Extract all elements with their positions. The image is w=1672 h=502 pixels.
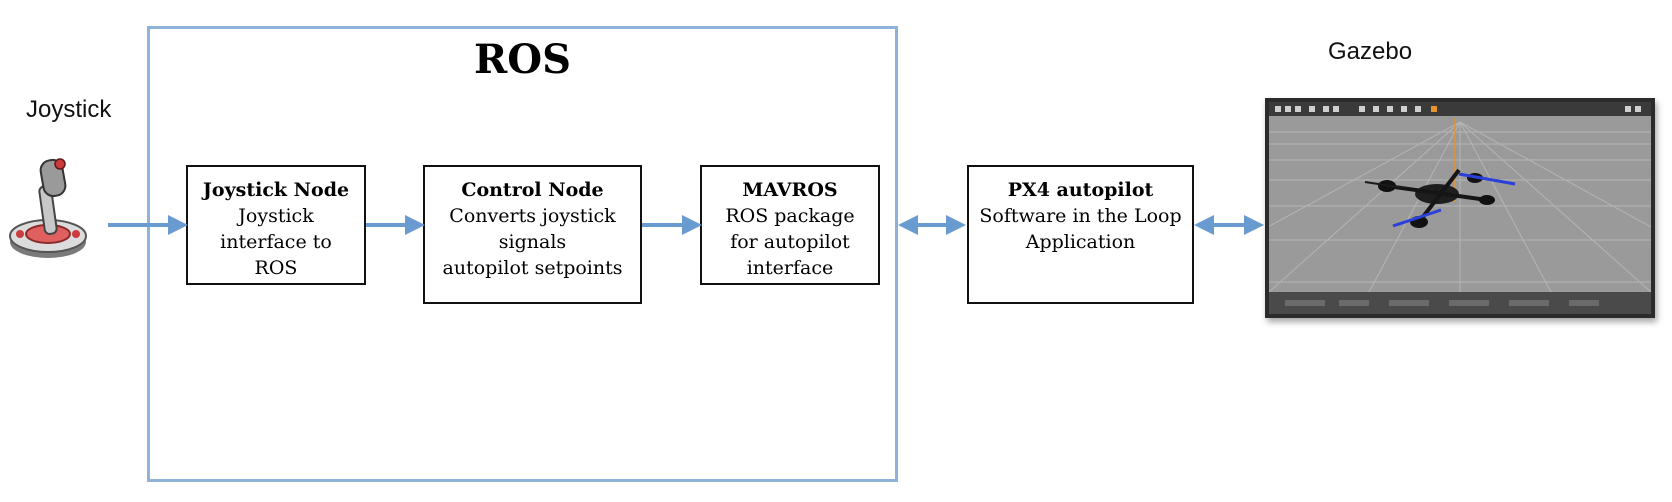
mavros-node-title: MAVROS	[742, 179, 838, 201]
control-node-box: Control Node Converts joystick signals a…	[423, 165, 642, 304]
gazebo-scene	[1148, 102, 1672, 314]
joystick-node-box: Joystick Node Joystick interface to ROS	[186, 165, 366, 285]
px4-node-title: PX4 autopilot	[1007, 179, 1154, 201]
control-node-desc: Converts joystick signals autopilot setp…	[442, 205, 623, 279]
joystick-icon	[9, 158, 87, 258]
px4-node-box: PX4 autopilot Software in the Loop Appli…	[967, 165, 1194, 304]
mavros-node-desc: ROS package for autopilot interface	[725, 205, 855, 279]
gazebo-label: Gazebo	[1328, 38, 1413, 65]
control-node-title: Control Node	[461, 179, 604, 201]
joystick-node-title: Joystick Node	[202, 179, 350, 201]
joystick-label: Joystick	[26, 96, 112, 123]
quadcopter-icon	[1364, 168, 1516, 228]
ros-boundary	[147, 26, 898, 482]
joystick-node-desc: Joystick interface to ROS	[220, 205, 332, 279]
gazebo-simulator-screenshot	[1148, 98, 1672, 318]
ros-title: ROS	[474, 36, 571, 83]
mavros-node-box: MAVROS ROS package for autopilot interfa…	[700, 165, 880, 285]
px4-node-desc: Software in the Loop Application	[979, 205, 1182, 253]
